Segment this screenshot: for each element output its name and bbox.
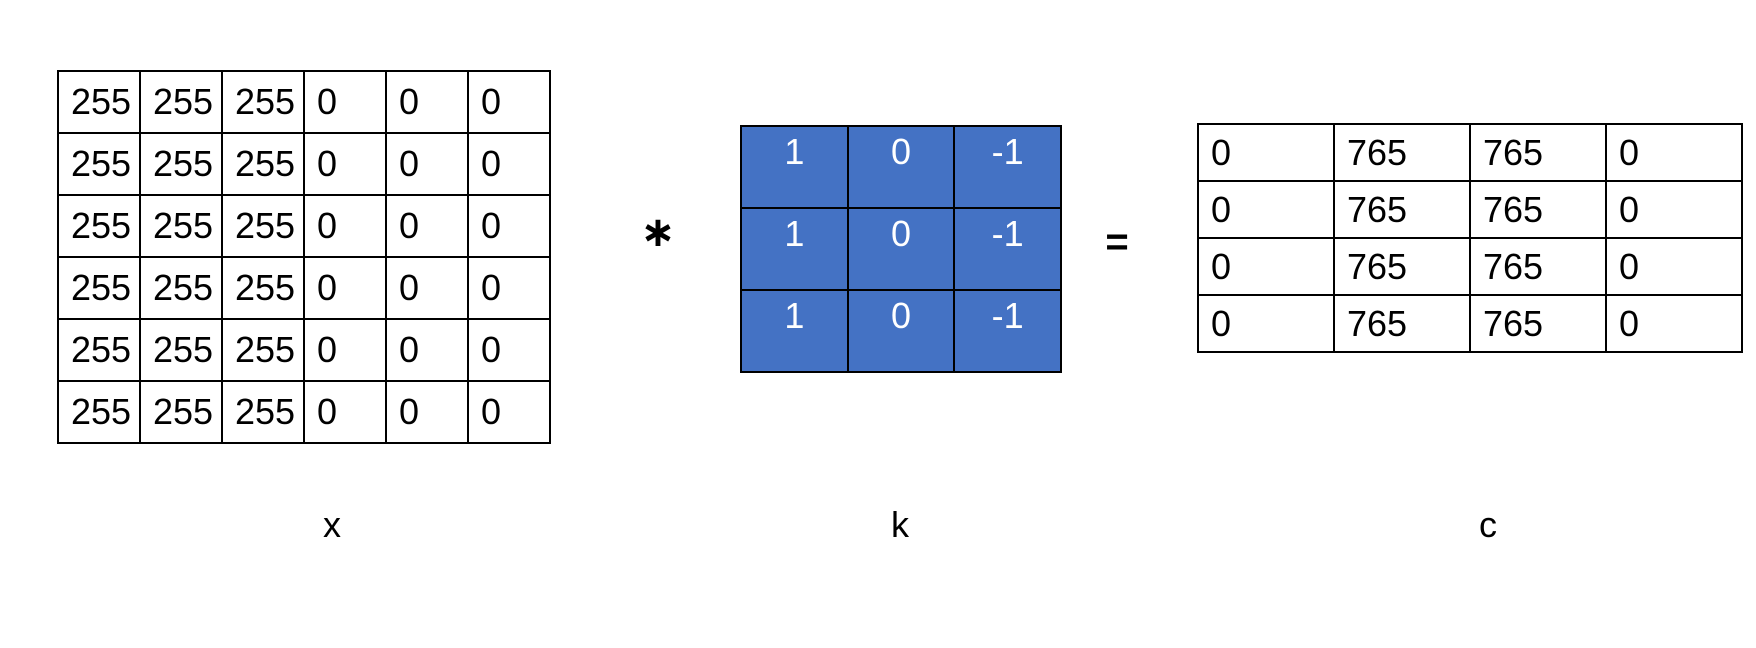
- matrix-cell: 765: [1469, 123, 1607, 182]
- matrix-cell: 0: [467, 380, 551, 444]
- matrix-cell: 1: [740, 289, 849, 373]
- matrix-cell: 255: [139, 70, 223, 134]
- matrix-cell: 255: [139, 256, 223, 320]
- matrix-cell: 0: [303, 70, 387, 134]
- matrix-cell: 0: [385, 256, 469, 320]
- matrix-cell: 255: [57, 318, 141, 382]
- matrix-cell: 765: [1469, 237, 1607, 296]
- output-matrix-label: c: [1479, 504, 1497, 545]
- matrix-cell: 0: [1605, 123, 1743, 182]
- matrix-cell: 0: [1605, 294, 1743, 353]
- matrix-cell: -1: [953, 207, 1062, 291]
- matrix-cell: 765: [1469, 294, 1607, 353]
- matrix-cell: 0: [385, 132, 469, 196]
- matrix-cell: 0: [303, 318, 387, 382]
- matrix-cell: 0: [846, 207, 956, 291]
- matrix-cell: 0: [1197, 180, 1335, 239]
- convolution-operator: ∗: [640, 207, 676, 256]
- kernel-label: k: [891, 504, 909, 545]
- matrix-cell: 0: [385, 318, 469, 382]
- matrix-cell: 255: [57, 380, 141, 444]
- matrix-cell: 255: [139, 318, 223, 382]
- matrix-cell: 255: [221, 70, 305, 134]
- matrix-cell: 255: [57, 194, 141, 258]
- matrix-cell: 255: [139, 132, 223, 196]
- matrix-cell: 1: [740, 207, 849, 291]
- matrix-cell: 0: [1197, 294, 1335, 353]
- matrix-cell: 255: [221, 194, 305, 258]
- matrix-cell: 0: [846, 289, 956, 373]
- matrix-cell: -1: [953, 289, 1062, 373]
- matrix-cell: 0: [385, 194, 469, 258]
- matrix-cell: 255: [57, 70, 141, 134]
- matrix-cell: 765: [1333, 180, 1471, 239]
- matrix-cell: 255: [57, 256, 141, 320]
- matrix-cell: 255: [139, 194, 223, 258]
- matrix-cell: 1: [740, 125, 849, 209]
- matrix-cell: 0: [467, 70, 551, 134]
- matrix-cell: 0: [303, 256, 387, 320]
- matrix-cell: 255: [221, 318, 305, 382]
- matrix-cell: 0: [1197, 123, 1335, 182]
- matrix-cell: 0: [1605, 237, 1743, 296]
- matrix-cell: 0: [467, 132, 551, 196]
- matrix-cell: 765: [1469, 180, 1607, 239]
- matrix-cell: 0: [385, 380, 469, 444]
- matrix-cell: 0: [303, 380, 387, 444]
- matrix-cell: 0: [1605, 180, 1743, 239]
- matrix-cell: 0: [467, 318, 551, 382]
- matrix-cell: 255: [221, 132, 305, 196]
- matrix-cell: -1: [953, 125, 1062, 209]
- matrix-cell: 765: [1333, 123, 1471, 182]
- matrix-cell: 765: [1333, 237, 1471, 296]
- matrix-cell: 0: [467, 194, 551, 258]
- matrix-cell: 255: [139, 380, 223, 444]
- matrix-cell: 255: [221, 256, 305, 320]
- matrix-cell: 255: [57, 132, 141, 196]
- matrix-cell: 255: [221, 380, 305, 444]
- matrix-cell: 0: [846, 125, 956, 209]
- matrix-cell: 0: [385, 70, 469, 134]
- matrix-cell: 0: [1197, 237, 1335, 296]
- matrix-cell: 0: [467, 256, 551, 320]
- matrix-cell: 0: [303, 194, 387, 258]
- matrix-cell: 0: [303, 132, 387, 196]
- equals-operator: =: [1105, 220, 1129, 264]
- input-matrix-label: x: [323, 504, 341, 545]
- matrix-cell: 765: [1333, 294, 1471, 353]
